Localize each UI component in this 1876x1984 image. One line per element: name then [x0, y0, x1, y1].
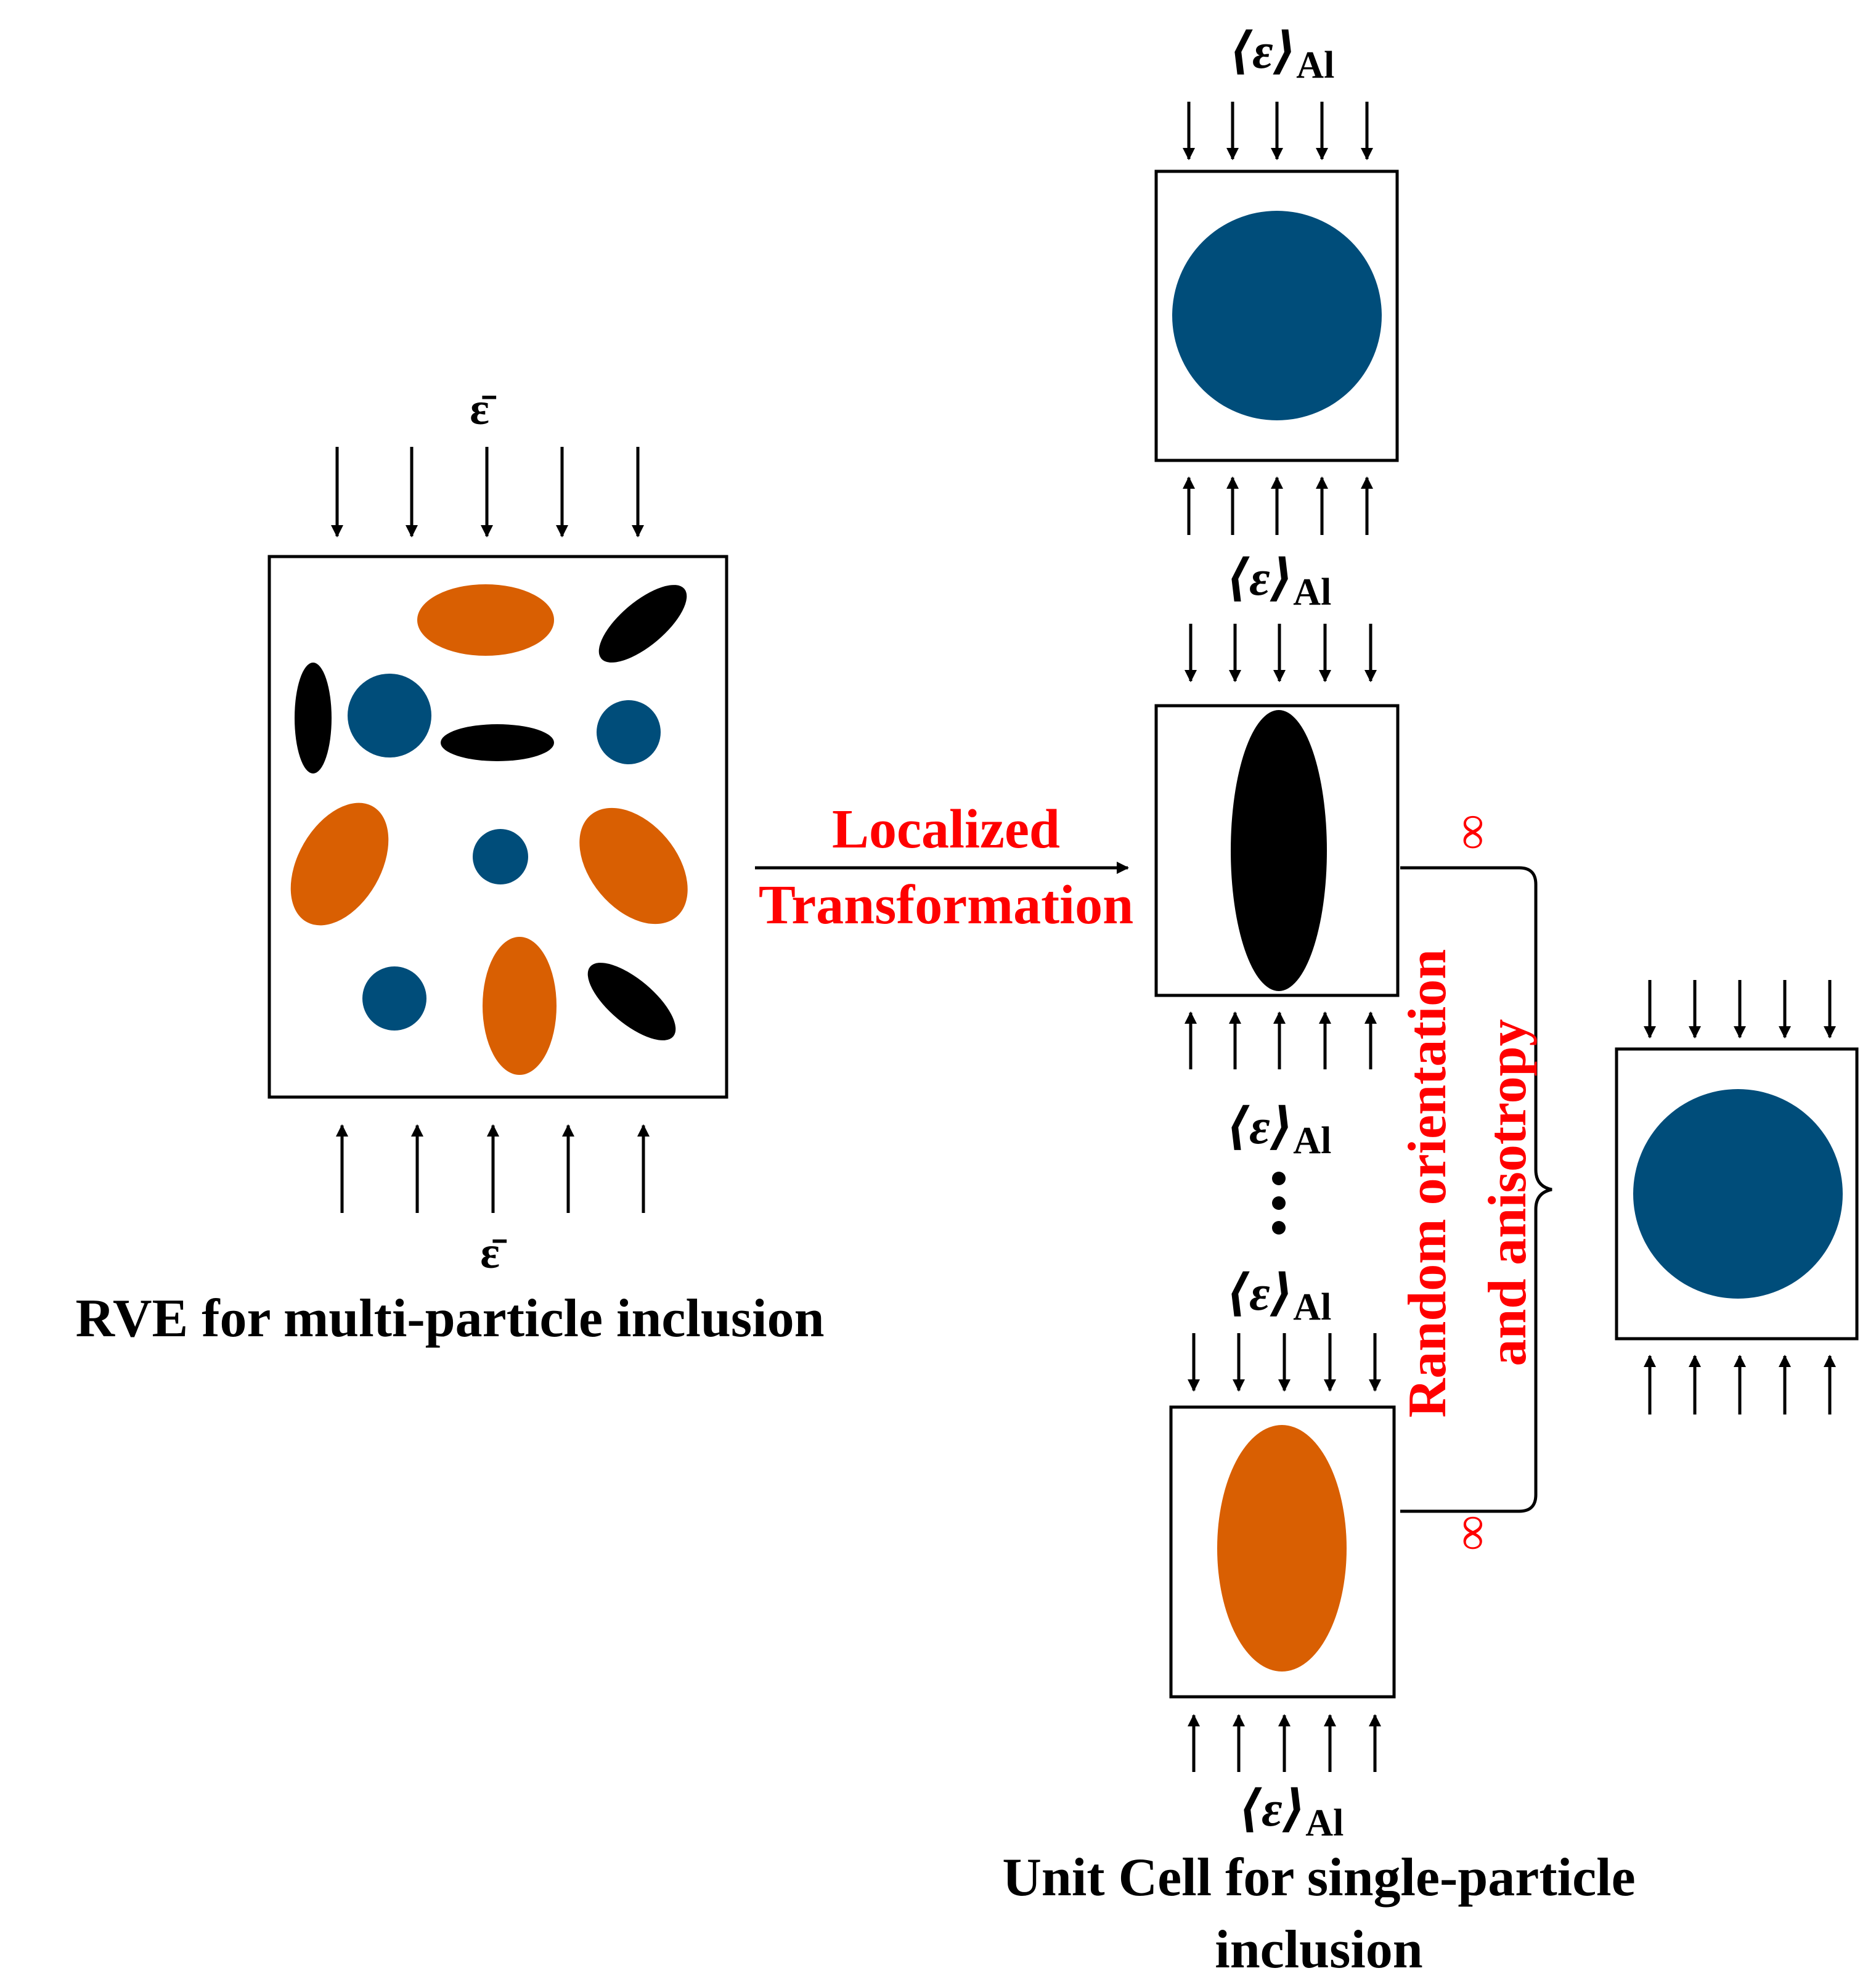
result-cell-bottom-arrows [1644, 1355, 1836, 1415]
unit-cell-2-strain-top-label: ⟨ε⟩Al [1226, 550, 1332, 613]
orange-ellipse-particle [483, 937, 557, 1075]
unit-cell-2-top-arrows [1185, 624, 1377, 682]
unit-cell-intermediate-strain-label: ⟨ε⟩Al [1226, 1098, 1332, 1162]
unit-cell-caption-line2: inclusion [1215, 1920, 1422, 1980]
vertical-ellipsis [1272, 1172, 1286, 1235]
unit-cell-1-strain-top-label: ⟨ε⟩Al [1230, 23, 1335, 86]
unit-cell-3-top-arrows [1188, 1333, 1381, 1392]
orange-ellipse-particle [417, 584, 554, 656]
unit-cell-1-bottom-arrows [1183, 476, 1373, 535]
orange-ellipse-particle [290, 802, 389, 926]
result-cell-top-arrows [1644, 980, 1836, 1039]
blue-circle-particle [473, 829, 528, 884]
black-ellipse-inclusion [1231, 710, 1327, 991]
unit-cell-2-bottom-arrows [1185, 1011, 1377, 1069]
black-ellipse-particle [295, 663, 332, 774]
brace-label-line1: Random orientation [1398, 949, 1458, 1418]
blue-circle-inclusion [1172, 211, 1382, 420]
black-ellipse-particle [441, 724, 554, 761]
blue-circle-particle [597, 700, 661, 764]
unit-cell-caption-line1: Unit Cell for single-particle [1002, 1848, 1635, 1908]
blue-circle-particle [348, 674, 431, 757]
transformation-label-line1: Localized [832, 799, 1060, 860]
rve-particles [290, 584, 688, 1075]
orange-ellipse-particle [579, 807, 688, 925]
unit-cell-3-strain-top-label: ⟨ε⟩Al [1226, 1265, 1332, 1328]
rve-bottom-arrows [336, 1124, 650, 1213]
unit-cell-3-bottom-arrows [1188, 1714, 1381, 1772]
black-ellipse-particle [598, 585, 687, 663]
rve-strain-top-label: ε̄ [470, 384, 497, 435]
rve-top-arrows [331, 447, 644, 537]
curly-brace [1400, 866, 1552, 1513]
black-ellipse-particle [587, 963, 676, 1040]
rve-strain-bottom-label: ε̄ [480, 1228, 507, 1278]
blue-circle-effective-inclusion [1633, 1089, 1843, 1299]
infinity-top-symbol: ∞ [1444, 814, 1498, 849]
orange-ellipse-inclusion [1217, 1425, 1347, 1672]
transformation-label-line2: Transformation [759, 875, 1133, 936]
infinity-bottom-symbol: ∞ [1444, 1515, 1498, 1550]
unit-cell-3-strain-bottom-label: ⟨ε⟩Al [1239, 1781, 1344, 1844]
rve-caption: RVE for multi-particle inclusion [75, 1289, 824, 1349]
blue-circle-particle [362, 966, 426, 1031]
brace-label-line2: and anisotropy [1478, 1019, 1538, 1366]
unit-cell-1-top-arrows [1183, 102, 1373, 160]
